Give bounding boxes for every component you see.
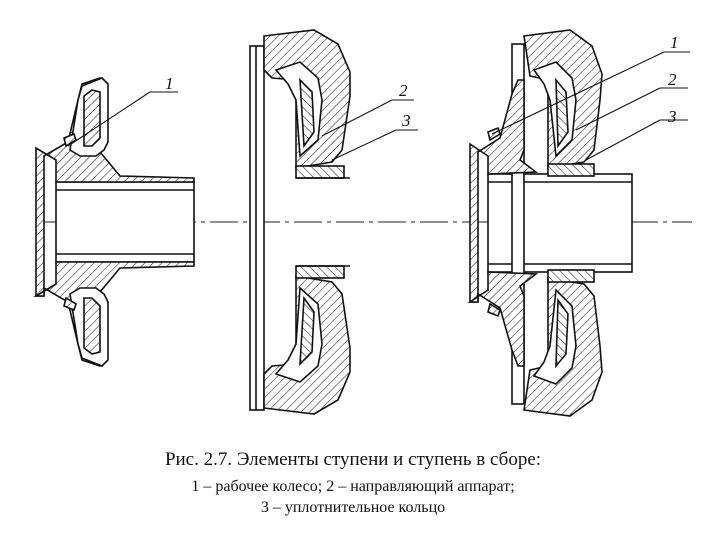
callout-1-impeller: 1: [165, 74, 174, 93]
figure-caption-line-1: 1 – рабочее колесо; 2 – направляющий апп…: [191, 478, 515, 495]
callout-3-assembly: 3: [667, 107, 677, 126]
figure-caption-title: Рис. 2.7. Элементы ступени и ступень в с…: [164, 449, 542, 470]
assembled-stage-drawing: [467, 29, 690, 417]
diffuser-drawing: [249, 29, 418, 415]
impeller-drawing: [33, 77, 195, 367]
figure-caption-line-2: 3 – уплотнительное кольцо: [260, 499, 446, 516]
callout-3-diffuser: 3: [401, 111, 411, 130]
stage-elements-drawing: 1 2 3: [33, 29, 692, 417]
callout-1-assembly: 1: [670, 33, 679, 52]
callout-2-diffuser: 2: [399, 81, 408, 100]
callout-2-assembly: 2: [668, 70, 677, 89]
